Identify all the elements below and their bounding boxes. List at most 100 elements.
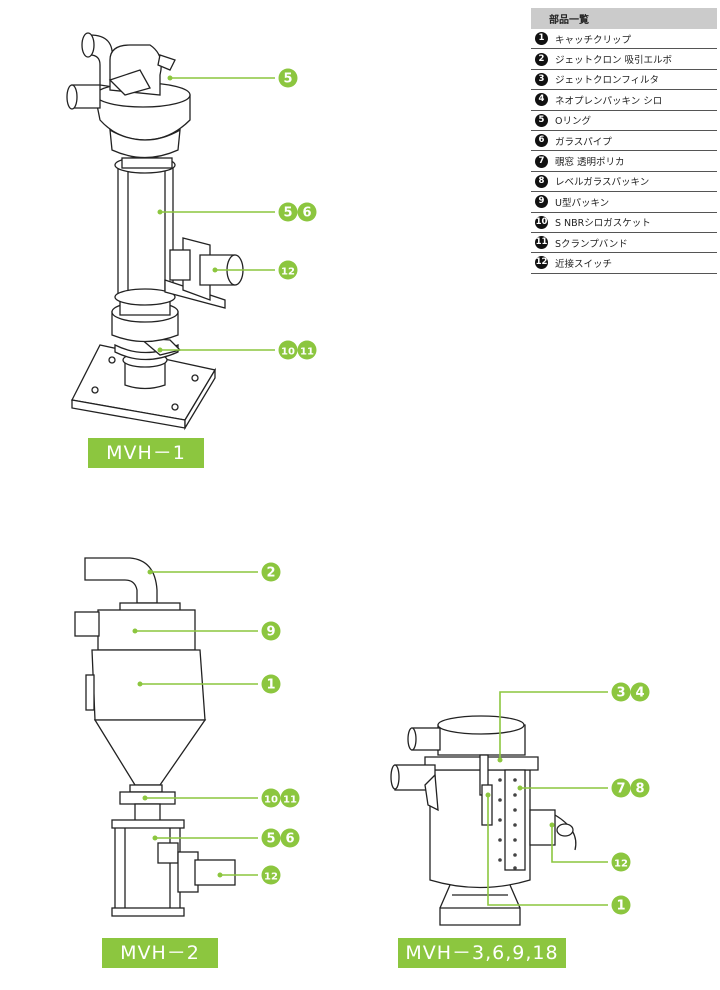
part-number-badge: 8	[535, 174, 548, 188]
part-number-badge: 12	[535, 256, 548, 270]
leader-dots	[132, 75, 555, 878]
parts-list-row: 7 覗窓 透明ポリカ	[531, 150, 717, 172]
part-number-badge: 2	[535, 52, 548, 66]
part-name: U型パッキン	[555, 197, 610, 209]
callout-number: 5	[266, 832, 275, 847]
callout-mvh1-12: 12	[278, 260, 298, 280]
callout-mvh3-1: 1	[611, 895, 631, 915]
parts-list-row: 8 レベルガラスパッキン	[531, 171, 717, 193]
part-name: ガラスパイプ	[555, 136, 612, 148]
parts-list-row: 3 ジェットクロンフィルタ	[531, 69, 717, 91]
callout-mvh1-11: 11	[297, 340, 317, 360]
callout-number: 6	[302, 206, 311, 221]
part-name: 覗窓 透明ポリカ	[555, 157, 625, 169]
part-name: Oリング	[555, 116, 591, 128]
model-label-mvh1: MVH－1	[88, 438, 204, 468]
part-name: ジェットクロンフィルタ	[555, 75, 660, 87]
callout-number: 8	[635, 782, 644, 797]
part-number-badge: 6	[535, 134, 548, 148]
parts-list-body: 1 キャッチクリップ 2 ジェットクロン 吸引エルボ 3 ジェットクロンフィルタ 4 ネオプレ…	[531, 29, 717, 274]
model-label-mvh2: MVH－2	[102, 938, 218, 968]
part-number-badge: 1	[535, 32, 548, 46]
callout-number: 10	[264, 795, 278, 806]
callout-mvh1-5: 5	[278, 68, 298, 88]
part-name: ネオプレンパッキン シロ	[555, 95, 663, 107]
part-name: 近接スイッチ	[555, 258, 613, 270]
part-number-badge: 11	[535, 236, 548, 250]
parts-list-cell: 3 ジェットクロンフィルタ	[531, 69, 717, 91]
parts-list-row: 9 U型パッキン	[531, 191, 717, 213]
parts-list-cell: 8 レベルガラスパッキン	[531, 171, 717, 193]
callout-mvh3-3: 3	[611, 682, 631, 702]
callout-mvh2-1: 1	[261, 674, 281, 694]
callout-number: 2	[266, 566, 275, 581]
callout-mvh2-5: 5	[261, 828, 281, 848]
callout-mvh2-2: 2	[261, 562, 281, 582]
callout-mvh2-9: 9	[261, 621, 281, 641]
part-number-badge: 5	[535, 113, 548, 127]
callout-number: 1	[616, 899, 625, 914]
callout-number: 11	[283, 795, 297, 806]
mvh1-drawing	[66, 32, 244, 431]
parts-list-title: 部品一覧	[531, 8, 717, 29]
mvh2-drawing	[74, 557, 236, 917]
part-number-badge: 9	[535, 195, 548, 209]
callout-number: 12	[264, 872, 278, 883]
parts-list-row: 12 近接スイッチ	[531, 252, 717, 274]
parts-list-cell: 6 ガラスパイプ	[531, 130, 717, 152]
callout-mvh3-8: 8	[630, 778, 650, 798]
parts-list-row: 10 S NBRシロガスケット	[531, 212, 717, 233]
callout-number: 12	[614, 859, 628, 870]
callout-mvh1-6: 6	[297, 202, 317, 222]
callout-number: 11	[300, 347, 314, 358]
parts-list-cell: 9 U型パッキン	[531, 191, 717, 213]
part-number-badge: 7	[535, 154, 548, 168]
callout-number: 7	[616, 782, 625, 797]
parts-list-cell: 11 Sクランプバンド	[531, 232, 717, 254]
parts-list-row: 1 キャッチクリップ	[531, 29, 717, 50]
parts-list-cell: 1 キャッチクリップ	[531, 29, 717, 50]
callout-number: 5	[283, 206, 292, 221]
part-name: Sクランプバンド	[555, 238, 628, 250]
callout-mvh2-10: 10	[261, 788, 281, 808]
parts-list-table: 部品一覧 1 キャッチクリップ 2 ジェットクロン 吸引エルボ 3 ジェットクロンフィルタ…	[531, 8, 717, 274]
callout-mvh1-5: 5	[278, 202, 298, 222]
callout-mvh2-12: 12	[261, 865, 281, 885]
model-label-mvh3: MVH－3,6,9,18	[398, 938, 566, 968]
callout-number: 12	[281, 267, 295, 278]
parts-list-row: 6 ガラスパイプ	[531, 130, 717, 152]
callout-mvh2-6: 6	[280, 828, 300, 848]
callout-number: 1	[266, 678, 275, 693]
parts-list-cell: 12 近接スイッチ	[531, 252, 717, 274]
callout-mvh2-11: 11	[280, 788, 300, 808]
parts-list-cell: 4 ネオプレンパッキン シロ	[531, 89, 717, 111]
callout-number: 3	[616, 686, 625, 701]
parts-list-row: 4 ネオプレンパッキン シロ	[531, 89, 717, 111]
callout-mvh3-7: 7	[611, 778, 631, 798]
callout-number: 4	[635, 686, 644, 701]
callout-number: 5	[283, 72, 292, 87]
parts-list-cell: 7 覗窓 透明ポリカ	[531, 150, 717, 172]
parts-list-cell: 10 S NBRシロガスケット	[531, 212, 717, 233]
parts-list-cell: 2 ジェットクロン 吸引エルボ	[531, 48, 717, 70]
callout-number: 6	[285, 832, 294, 847]
part-number-badge: 3	[535, 72, 548, 86]
parts-list-row: 11 Sクランプバンド	[531, 232, 717, 254]
leader-lines	[135, 77, 608, 906]
part-number-badge: 4	[535, 93, 548, 107]
callout-mvh3-12: 12	[611, 852, 631, 872]
part-name: キャッチクリップ	[555, 34, 632, 46]
callout-mvh3-4: 4	[630, 682, 650, 702]
callout-mvh1-10: 10	[278, 340, 298, 360]
callout-number: 10	[281, 347, 295, 358]
parts-list-cell: 5 Oリング	[531, 110, 717, 131]
parts-list-row: 2 ジェットクロン 吸引エルボ	[531, 48, 717, 70]
mvh3-drawing	[390, 715, 577, 926]
callout-number: 9	[266, 625, 275, 640]
part-name: S NBRシロガスケット	[555, 218, 651, 230]
part-name: ジェットクロン 吸引エルボ	[555, 55, 673, 67]
part-number-badge: 10	[535, 215, 548, 229]
part-name: レベルガラスパッキン	[555, 177, 650, 189]
